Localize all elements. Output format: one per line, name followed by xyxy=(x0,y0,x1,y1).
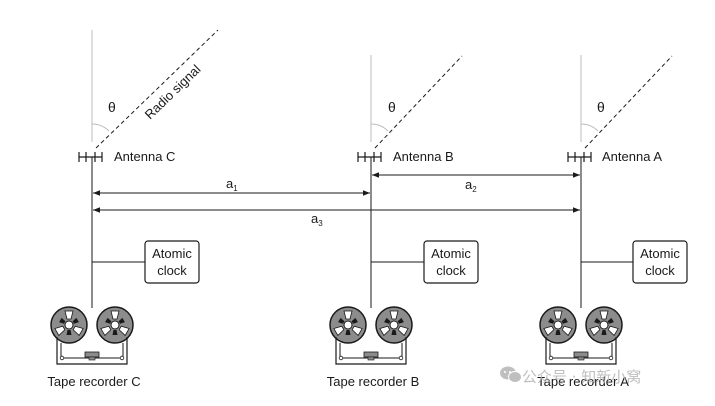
theta-arc-b xyxy=(370,123,389,132)
atomic-clock-b xyxy=(423,240,479,284)
atomic-clock-c-line2: clock xyxy=(157,263,187,278)
tape-recorder-b-icon xyxy=(330,307,412,364)
tape-recorder-c-label: Tape recorder C xyxy=(47,374,140,389)
atomic-clock-a xyxy=(632,240,688,284)
radio-signal-label: Radio signal xyxy=(142,62,204,123)
atomic-clock-c xyxy=(144,240,200,284)
atomic-clock-b-line1: Atomic xyxy=(431,246,471,261)
watermark: 公众号 · 知新小窝 xyxy=(500,366,641,386)
atomic-clock-a-line2: clock xyxy=(645,263,675,278)
antenna-b-icon xyxy=(357,151,382,163)
tape-recorder-a-icon xyxy=(540,307,622,364)
antenna-c-icon xyxy=(78,151,103,163)
baseline-a2-label: a2 xyxy=(465,177,477,194)
tape-recorder-c-icon xyxy=(51,307,133,364)
wechat-icon xyxy=(500,366,522,383)
theta-arc-a xyxy=(580,123,599,132)
tape-recorder-b-label: Tape recorder B xyxy=(327,374,420,389)
station-a: θ Antenna A Atomic clock Tape recorder A xyxy=(537,55,688,389)
theta-arc-c xyxy=(91,123,110,132)
antenna-a-label: Antenna A xyxy=(602,149,662,164)
radio-signal-a xyxy=(584,55,673,149)
atomic-clock-b-line2: clock xyxy=(436,263,466,278)
theta-label-c: θ xyxy=(108,99,116,115)
baselines: a1 a2 a3 xyxy=(93,172,580,228)
theta-label-b: θ xyxy=(388,99,396,115)
radio-signal-c xyxy=(95,29,219,149)
radio-signal-b xyxy=(374,55,463,149)
station-b: θ Antenna B Atomic clock Tape recorder B xyxy=(327,55,479,389)
baseline-a3-label: a3 xyxy=(311,211,323,228)
baseline-a1-label: a1 xyxy=(226,176,238,193)
antenna-c-label: Antenna C xyxy=(114,149,175,164)
atomic-clock-c-line1: Atomic xyxy=(152,246,192,261)
theta-label-a: θ xyxy=(597,99,605,115)
antenna-b-label: Antenna B xyxy=(393,149,454,164)
watermark-text: 公众号 · 知新小窝 xyxy=(522,368,641,386)
tape-recorder-a-label: Tape recorder A xyxy=(537,374,629,389)
antenna-a-icon xyxy=(567,151,592,163)
atomic-clock-a-line1: Atomic xyxy=(640,246,680,261)
